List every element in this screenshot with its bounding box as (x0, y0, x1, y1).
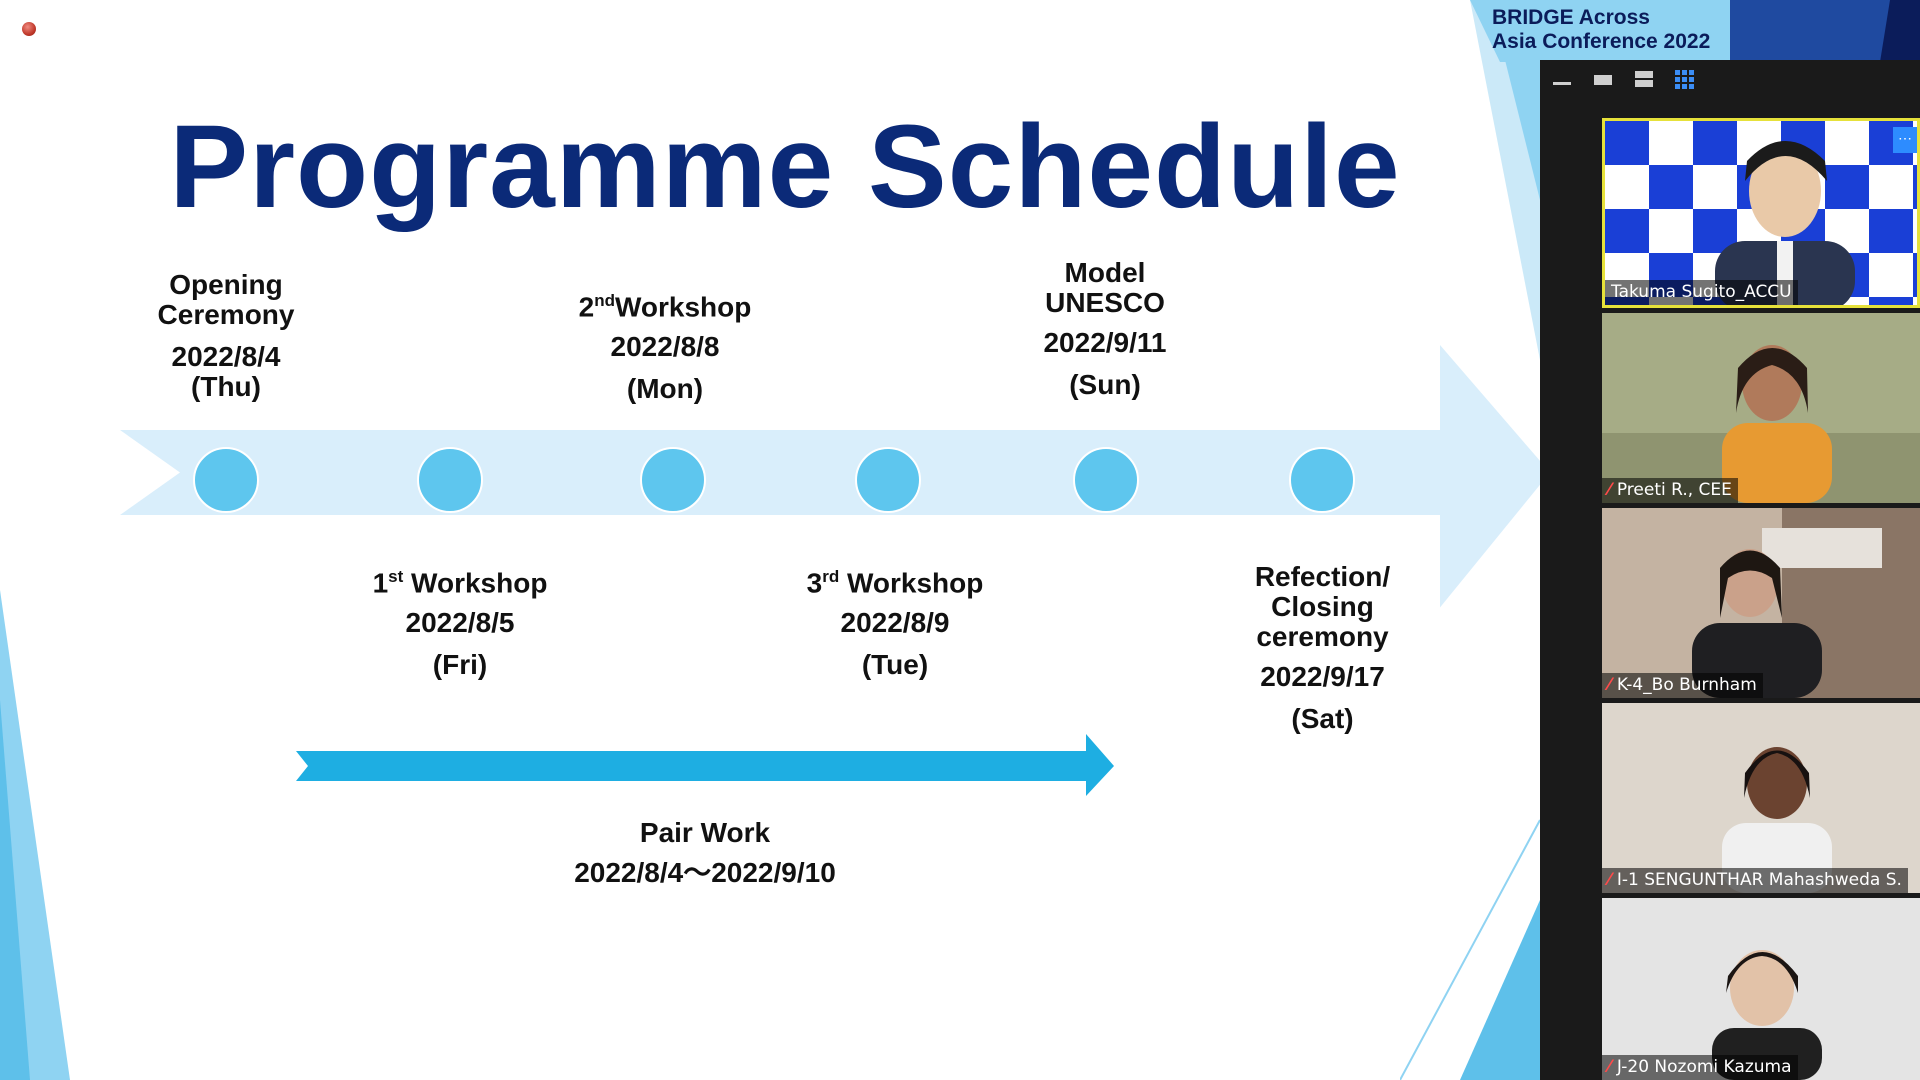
event-1st-workshop: 1st Workshop 2022/8/5 (Fri) (340, 562, 580, 680)
participant-name: Takuma Sugito_ACCU (1605, 280, 1798, 305)
participant-video (1602, 703, 1920, 893)
minimize-icon[interactable] (1551, 70, 1573, 88)
event-weekday: (Tue) (861, 649, 929, 681)
event-weekday: (Sat) (1291, 703, 1354, 734)
participant-tile-5[interactable]: ⁄J-20 Nozomi Kazuma (1602, 898, 1920, 1080)
slide: Programme Schedule Opening Ceremony 2022… (0, 0, 1540, 1080)
muted-mic-icon: ⁄ (1608, 870, 1611, 890)
recording-indicator-icon (22, 22, 36, 36)
event-title: Model UNESCO (1045, 257, 1165, 318)
slide-title: Programme Schedule (169, 101, 1401, 233)
event-2nd-workshop: 2ndWorkshop 2022/8/8 (Mon) (555, 286, 775, 404)
conference-banner-background (1470, 0, 1920, 62)
event-weekday: (Fri) (432, 649, 488, 681)
timeline-dot-1 (193, 447, 259, 513)
timeline-arrow (120, 345, 1540, 608)
accu-backdrop (1605, 121, 1917, 305)
participant-name: ⁄K-4_Bo Burnham (1602, 673, 1763, 698)
event-date: 2022/8/5 (405, 607, 515, 639)
participant-tile-3[interactable]: ⁄K-4_Bo Burnham (1602, 508, 1920, 698)
event-date: 2022/8/4 (171, 341, 281, 372)
participant-name: ⁄Preeti R., CEE (1602, 478, 1738, 503)
timeline-dot-3 (640, 447, 706, 513)
event-date: 2022/9/11 (1043, 327, 1167, 358)
event-title: 1st Workshop (372, 567, 548, 599)
event-weekday: (Sun) (1069, 369, 1141, 400)
timeline-dot-4 (855, 447, 921, 513)
pair-work-dates: 2022/8/4〜2022/9/10 (574, 857, 836, 888)
timeline-dot-6 (1289, 447, 1355, 513)
event-date: 2022/9/17 (1260, 661, 1385, 692)
event-title: 2ndWorkshop (578, 291, 752, 323)
gallery-view-icon[interactable] (1674, 70, 1696, 89)
event-closing-ceremony: Refection/ Closing ceremony 2022/9/17 (S… (1225, 562, 1420, 734)
event-weekday: (Thu) (191, 371, 261, 402)
muted-mic-icon: ⁄ (1608, 1057, 1611, 1077)
event-weekday: (Mon) (626, 373, 704, 405)
pair-work-label: Pair Work 2022/8/4〜2022/9/10 (540, 818, 870, 888)
participant-name: ⁄I-1 SENGUNTHAR Mahashweda S. (1602, 868, 1908, 893)
event-3rd-workshop: 3rd Workshop 2022/8/9 (Tue) (780, 562, 1010, 680)
conference-title: BRIDGE Across Asia Conference 2022 (1492, 6, 1710, 54)
timeline-dot-5 (1073, 447, 1139, 513)
event-date: 2022/8/9 (840, 607, 950, 639)
participant-tile-2[interactable]: ⁄Preeti R., CEE (1602, 313, 1920, 503)
conference-title-line1: BRIDGE Across (1492, 6, 1650, 29)
more-options-icon[interactable]: ⋯ (1893, 127, 1917, 153)
event-title: Refection/ Closing ceremony (1254, 561, 1391, 652)
event-date: 2022/8/8 (610, 331, 720, 363)
participant-tile-4[interactable]: ⁄I-1 SENGUNTHAR Mahashweda S. (1602, 703, 1920, 893)
pair-work-arrow (296, 734, 1114, 796)
pair-work-title: Pair Work (639, 817, 771, 848)
participant-name: ⁄J-20 Nozomi Kazuma (1602, 1055, 1798, 1080)
conference-title-line2: Asia Conference 2022 (1492, 30, 1711, 53)
slide-decoration-left (0, 590, 70, 1080)
event-model-unesco: Model UNESCO 2022/9/11 (Sun) (995, 258, 1215, 400)
participant-video (1602, 313, 1920, 503)
muted-mic-icon: ⁄ (1608, 675, 1611, 695)
muted-mic-icon: ⁄ (1608, 480, 1611, 500)
timeline-dot-2 (417, 447, 483, 513)
speaker-view-icon[interactable] (1592, 70, 1614, 88)
participant-tile-1[interactable]: ⋯ Takuma Sugito_ACCU (1602, 118, 1920, 308)
strip-view-icon[interactable] (1633, 70, 1655, 88)
participant-video (1602, 508, 1920, 698)
participant-video (1602, 898, 1920, 1080)
event-title: Opening Ceremony (157, 269, 295, 330)
event-opening-ceremony: Opening Ceremony 2022/8/4 (Thu) (120, 270, 332, 402)
event-title: 3rd Workshop (806, 567, 984, 599)
